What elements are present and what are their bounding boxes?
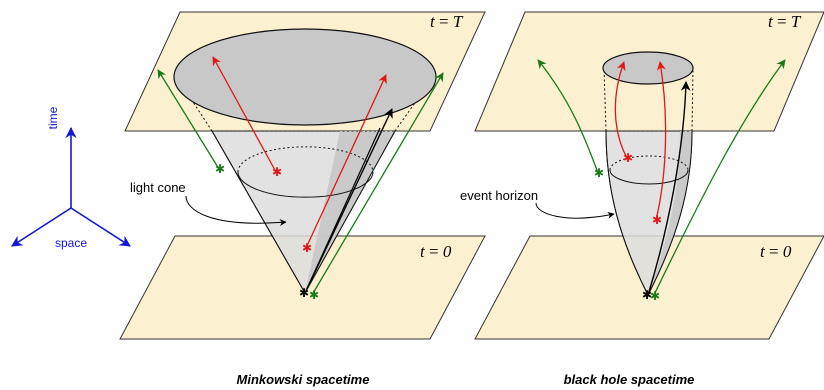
- top-plane-label: t = T: [430, 12, 464, 31]
- cone-slice-back: [237, 146, 374, 173]
- space-axis-left: [11, 207, 72, 247]
- bh-red-event-star-2: ✱: [652, 213, 662, 227]
- light-cone-label: light cone: [130, 180, 186, 195]
- black-hole-caption: black hole spacetime: [564, 372, 695, 387]
- black-worldline-2: [304, 127, 381, 294]
- minkowski-panel: light cone ✱ ✱ ✱ ✱ ✱ t = T t = 0 Minkows…: [119, 11, 486, 387]
- bh-black-worldline: [647, 81, 691, 296]
- axes-triad: time space: [11, 106, 131, 250]
- bottom-plane-label: t = 0: [420, 242, 452, 261]
- horizon-slice-front: [609, 169, 689, 185]
- space-axis-label: space: [55, 236, 87, 250]
- space-axis-right: [70, 207, 131, 247]
- event-horizon-pointer: [535, 202, 615, 219]
- green-worldline-left: [157, 69, 220, 170]
- horizon-edge-dotted-left: [603, 67, 607, 132]
- cone-edge-right: [304, 130, 396, 294]
- bh-red-worldline-1: [614, 61, 628, 159]
- horizon-edge-dotted-right: [691, 67, 694, 132]
- red-event-star-1: ✱: [272, 165, 282, 179]
- red-event-star-2: ✱: [302, 241, 312, 255]
- bh-bottom-plane-label: t = 0: [760, 242, 792, 261]
- bh-green-event-star: ✱: [594, 166, 604, 180]
- green-event-star-2: ✱: [309, 288, 319, 302]
- event-horizon-label: event horizon: [460, 188, 538, 203]
- horizon-disk: [602, 51, 694, 85]
- red-worldline-lower: [305, 74, 387, 249]
- red-worldline-upper: [212, 56, 277, 173]
- light-cone-pointer: [185, 195, 287, 226]
- bh-top-plane-label: t = T: [768, 12, 802, 31]
- cone-edge-left: [211, 130, 306, 294]
- bh-origin-event-star: ✱: [642, 288, 652, 302]
- black-hole-panel: event horizon ✱ ✱ ✱ ✱ ✱ t = T t = 0 blac…: [460, 11, 824, 387]
- bh-red-event-star-1: ✱: [623, 151, 633, 165]
- green-event-star-1: ✱: [215, 162, 225, 176]
- bh-green-worldline-left: [537, 59, 599, 174]
- horizon-edge-right: [647, 130, 693, 296]
- time-axis-label: time: [46, 106, 60, 129]
- event-horizon-shade: [648, 131, 692, 295]
- minkowski-caption: Minkowski spacetime: [237, 372, 370, 387]
- green-worldline-right: [311, 72, 444, 296]
- bh-red-worldline-2: [655, 61, 667, 221]
- horizon-edge-left: [605, 130, 649, 296]
- bh-green-worldline-right: [652, 59, 786, 298]
- bh-green-event-star-2: ✱: [650, 289, 660, 303]
- origin-event-star: ✱: [299, 286, 309, 300]
- future-light-cone-disk: [173, 28, 437, 126]
